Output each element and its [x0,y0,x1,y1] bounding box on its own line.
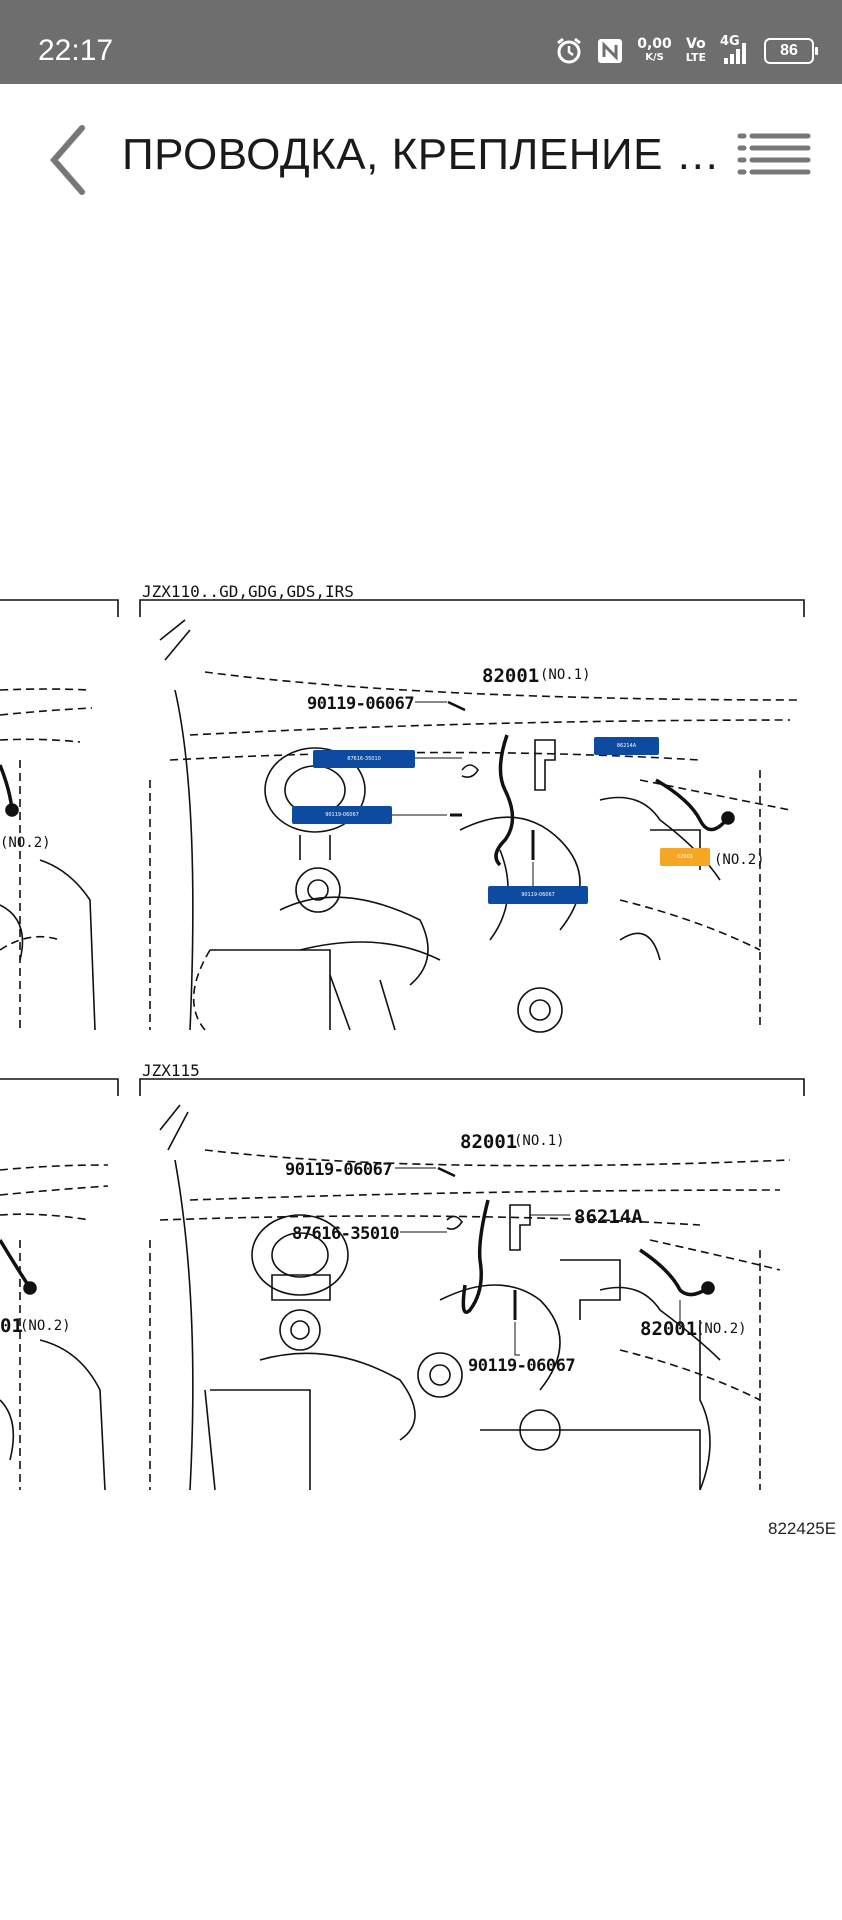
panel1-part-no1: (NO.1) [540,667,591,683]
back-button[interactable] [40,120,100,200]
net-speed: 0,00 K/S [637,37,672,65]
menu-button[interactable] [736,128,812,188]
panel2-clamp: 87616-35010 [292,1224,400,1244]
page-title: ПРОВОДКА, КРЕПЛЕНИЕ И ... [122,130,726,179]
status-bar: 22:17 0,00 K/S Vo LTE 4G 86 [0,0,842,84]
panel2-part-82001-no2: 82001 [640,1318,698,1340]
net-speed-value: 0,00 [637,36,672,52]
panel2-bolt-bottom: 90119-06067 [468,1356,576,1376]
hotspot-86214A[interactable]: 86214A [594,737,659,755]
panel2-bolt-top: 90119-06067 [285,1160,393,1180]
chevron-left-icon [50,125,85,195]
app-bar: ПРОВОДКА, КРЕПЛЕНИЕ И ... [0,84,842,228]
list-icon [737,133,811,175]
status-icons: 0,00 K/S Vo LTE 4G 86 [555,34,818,68]
volte-top: Vo [686,36,706,52]
panel2-part-82001: 82001 [460,1131,518,1153]
panel1-part-82001: 82001 [482,665,540,687]
left-frag-no2-lower: (NO.2) [20,1318,71,1334]
panel1-bolt-label: 90119-06067 [307,694,415,714]
left-frag-part-prefix: 01 [0,1315,23,1337]
hotspot-90119-06067-bottom[interactable]: 90119-06067 [488,886,588,904]
panel2-part-no2: (NO.2) [696,1321,747,1337]
signal-icon: 4G [720,34,750,66]
net-speed-unit: K/S [645,52,664,63]
panel2-header: JZX115 [142,1061,200,1080]
figure-id: 822425E [768,1519,837,1538]
hotspot-82001-no2[interactable]: 82001 [660,848,710,866]
left-frag-no2-upper: (NO.2) [0,835,51,851]
network-type: 4G [720,34,740,49]
panel2-part-no1: (NO.1) [514,1133,565,1149]
alarm-icon [557,37,582,64]
hotspot-90119-06067-left[interactable]: 90119-06067 [292,806,392,824]
panel1-part-no2: (NO.2) [714,852,765,868]
clock: 22:17 [38,34,114,67]
nfc-icon [598,39,623,63]
battery-icon: 86 [764,38,818,64]
volte-indicator: Vo LTE [686,37,706,65]
volte-bottom: LTE [685,51,706,64]
parts-diagram [0,599,805,1491]
panel2-bracket: 86214A [574,1206,643,1228]
hotspot-87616-35010[interactable]: 87616-35010 [313,750,415,768]
panel1-header: JZX110..GD,GDG,GDS,IRS [142,582,354,601]
